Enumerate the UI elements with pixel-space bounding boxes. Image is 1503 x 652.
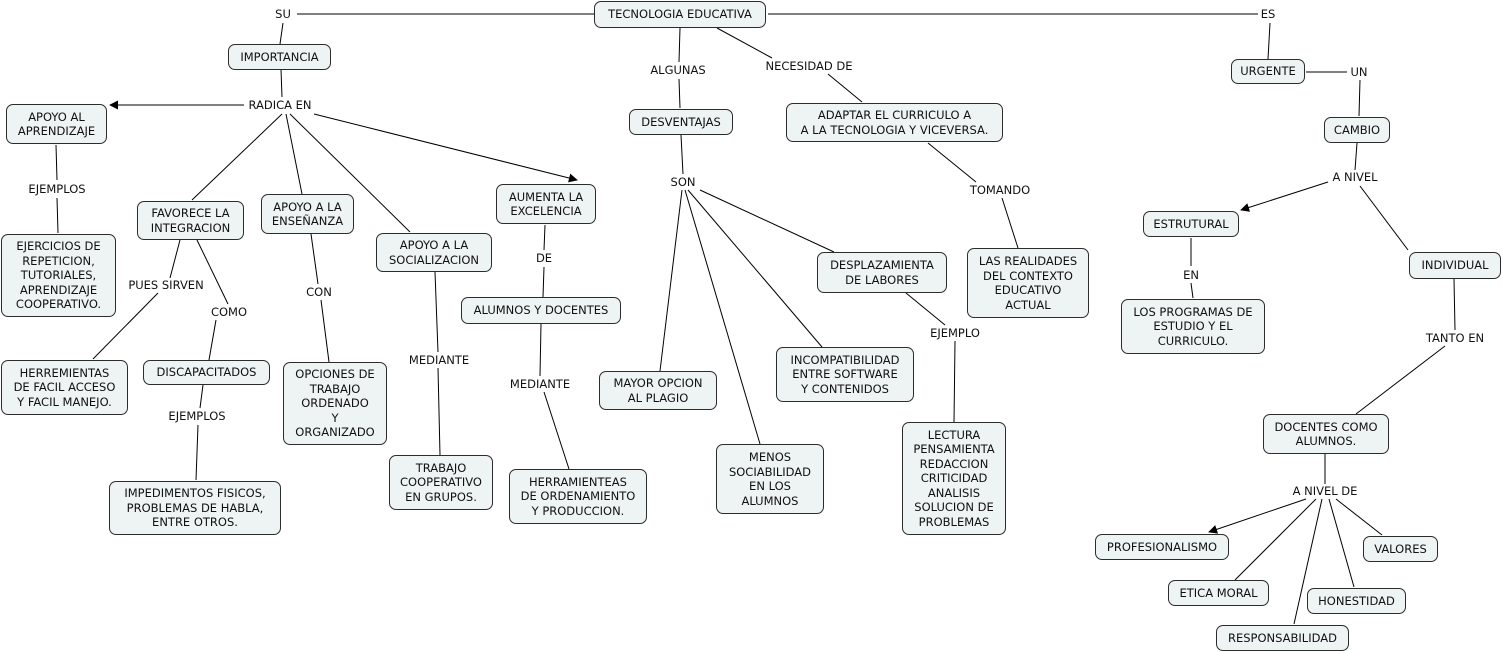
link-tanto-en: TANTO EN (1423, 331, 1487, 345)
link-en: EN (1181, 268, 1201, 282)
link-como: COMO (208, 305, 250, 319)
link-de: DE (533, 251, 555, 265)
node-adaptar-curriculo[interactable]: ADAPTAR EL CURRICULO A A LA TECNOLOGIA Y… (786, 103, 1003, 142)
node-opciones-trabajo[interactable]: OPCIONES DE TRABAJO ORDENADO Y ORGANIZAD… (283, 362, 387, 445)
node-apoyo-ensenanza[interactable]: APOYO A LA ENSEÑANZA (261, 194, 354, 234)
link-tomando: TOMANDO (967, 183, 1033, 197)
link-ejemplos-2: EJEMPLOS (166, 409, 228, 423)
node-programas-estudio[interactable]: LOS PROGRAMAS DE ESTUDIO Y EL CURRICULO. (1121, 299, 1265, 354)
node-realidades[interactable]: LAS REALIDADES DEL CONTEXTO EDUCATIVO AC… (967, 248, 1089, 318)
link-es: ES (1258, 7, 1278, 21)
node-lectura[interactable]: LECTURA PENSAMIENTA REDACCION CRITICIDAD… (902, 422, 1006, 535)
node-discapacitados[interactable]: DISCAPACITADOS (143, 360, 270, 385)
link-con: CON (304, 285, 334, 299)
link-ejemplos: EJEMPLOS (26, 182, 88, 196)
node-etica-moral[interactable]: ETICA MORAL (1168, 580, 1269, 606)
link-su: SU (273, 7, 293, 21)
node-estrutural[interactable]: ESTRUTURAL (1143, 211, 1239, 237)
node-incompatibilidad[interactable]: INCOMPATIBILIDAD ENTRE SOFTWARE Y CONTEN… (776, 347, 914, 402)
node-importancia[interactable]: IMPORTANCIA (228, 44, 331, 70)
node-desplazamiento[interactable]: DESPLAZAMIENTA DE LABORES (817, 252, 947, 293)
link-pues-sirven: PUES SIRVEN (126, 278, 206, 292)
node-herremientas-facil[interactable]: HERREMIENTAS DE FACIL ACCESO Y FACIL MAN… (1, 360, 128, 415)
link-un: UN (1348, 65, 1370, 79)
link-algunas: ALGUNAS (648, 63, 708, 77)
node-menos-sociabilidad[interactable]: MENOS SOCIABILIDAD EN LOS ALUMNOS (716, 444, 824, 514)
node-docentes-alumnos[interactable]: DOCENTES COMO ALUMNOS. (1263, 414, 1389, 454)
link-necesidad-de: NECESIDAD DE (763, 59, 855, 73)
link-a-nivel: A NIVEL (1330, 170, 1380, 184)
node-valores[interactable]: VALORES (1363, 536, 1438, 562)
node-tecnologia-educativa[interactable]: TECNOLOGIA EDUCATIVA (594, 1, 766, 28)
node-alumnos-docentes[interactable]: ALUMNOS Y DOCENTES (461, 297, 621, 324)
node-aumenta-excelencia[interactable]: AUMENTA LA EXCELENCIA (496, 184, 596, 224)
node-profesionalismo[interactable]: PROFESIONALISMO (1095, 534, 1229, 560)
node-desventajas[interactable]: DESVENTAJAS (629, 109, 733, 135)
node-honestidad[interactable]: HONESTIDAD (1307, 588, 1406, 614)
link-ejemplo: EJEMPLO (928, 326, 982, 340)
node-apoyo-aprendizaje[interactable]: APOYO AL APRENDIZAJE (6, 104, 107, 144)
node-impedimentos[interactable]: IMPEDIMENTOS FISICOS, PROBLEMAS DE HABLA… (109, 481, 281, 535)
link-radica-en: RADICA EN (246, 98, 314, 112)
link-mediante: MEDIANTE (406, 353, 472, 367)
link-mediante-2: MEDIANTE (507, 377, 573, 391)
node-ejercicios[interactable]: EJERCICIOS DE REPETICION, TUTORIALES, AP… (1, 234, 116, 317)
node-favorece-integracion[interactable]: FAVORECE LA INTEGRACION (137, 201, 244, 240)
node-cambio[interactable]: CAMBIO (1324, 117, 1390, 143)
node-mayor-opcion[interactable]: MAYOR OPCION AL PLAGIO (599, 371, 717, 410)
node-responsabilidad[interactable]: RESPONSABILIDAD (1216, 625, 1349, 651)
link-son: SON (668, 175, 698, 189)
node-trabajo-cooperativo[interactable]: TRABAJO COOPERATIVO EN GRUPOS. (389, 455, 493, 510)
node-apoyo-socializacion[interactable]: APOYO A LA SOCIALIZACION (376, 233, 492, 272)
node-herramienteas[interactable]: HERRAMIENTEAS DE ORDENAMIENTO Y PRODUCCI… (509, 469, 647, 524)
node-urgente[interactable]: URGENTE (1231, 59, 1305, 84)
link-a-nivel-de: A NIVEL DE (1290, 484, 1360, 498)
node-individual[interactable]: INDIVIDUAL (1409, 252, 1501, 279)
